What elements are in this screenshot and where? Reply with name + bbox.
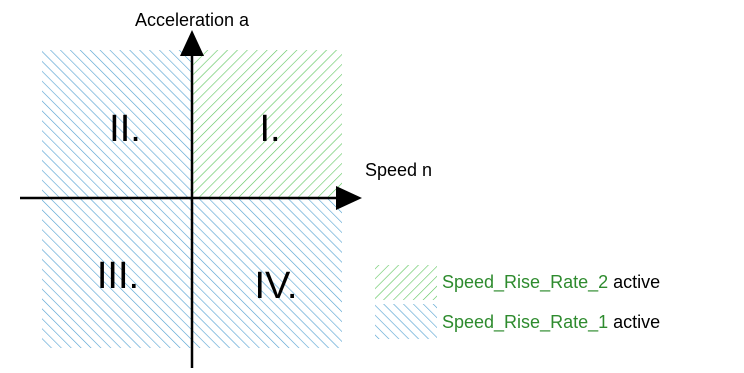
legend-entry-rate-2: Speed_Rise_Rate_2 active	[442, 272, 660, 293]
legend-swatch-green	[375, 265, 437, 300]
legend-entry-rate-1: Speed_Rise_Rate_1 active	[442, 312, 660, 333]
legend-suffix-rate-1: active	[608, 312, 660, 332]
quadrant-label-ii: II.	[109, 108, 141, 150]
quadrant-label-i: I.	[259, 108, 280, 150]
quadrant-ii-area	[42, 50, 192, 198]
quadrant-iv-area	[192, 198, 342, 348]
legend-param-rate-2: Speed_Rise_Rate_2	[442, 272, 608, 293]
legend-param-rate-1: Speed_Rise_Rate_1	[442, 312, 608, 333]
legend: Speed_Rise_Rate_2 active Speed_Rise_Rate…	[375, 265, 660, 339]
legend-swatch-blue	[375, 304, 437, 339]
quadrant-iii-area	[42, 198, 192, 348]
legend-suffix-rate-2: active	[608, 272, 660, 292]
quadrant-label-iv: IV.	[255, 265, 298, 307]
y-axis-label: Acceleration a	[135, 10, 250, 30]
quadrant-i-area	[192, 50, 342, 198]
y-axis-arrowhead	[180, 30, 204, 56]
x-axis-arrowhead	[336, 186, 362, 210]
x-axis-label: Speed n	[365, 160, 432, 180]
quadrant-label-iii: III.	[97, 255, 139, 297]
